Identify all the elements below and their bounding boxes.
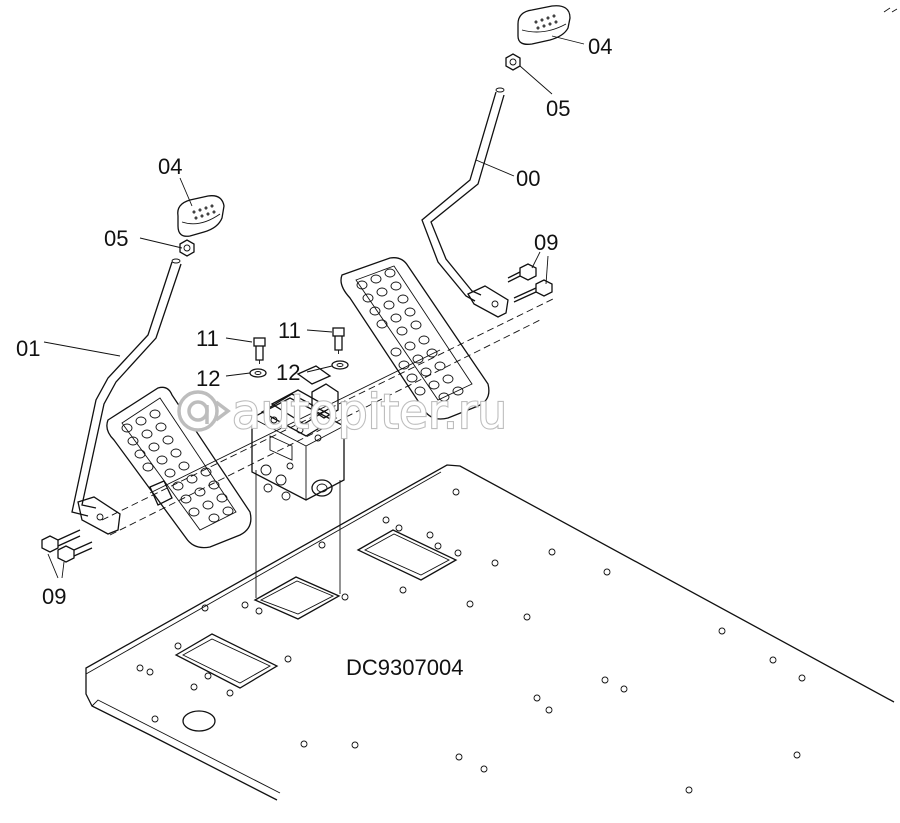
- floor-opening-left: [174, 633, 279, 689]
- callout-nut-right: 05: [546, 96, 570, 121]
- right-lever-rod: [421, 87, 509, 318]
- callout-screw-b: 11: [278, 318, 301, 343]
- watermark-text: autopiter.ru: [232, 385, 507, 440]
- right-pedal: [340, 257, 490, 420]
- left-grip: [177, 195, 225, 237]
- right-nut: [505, 53, 521, 71]
- right-grip: [517, 5, 571, 45]
- left-pedal-tread: [121, 409, 234, 523]
- washer-12-right: [331, 360, 349, 370]
- callout-bolts-left: 09: [42, 584, 66, 609]
- left-lever-rod: [71, 258, 182, 535]
- leader-lines: [43, 35, 585, 579]
- callout-bolts-right: 09: [534, 230, 558, 255]
- left-pedal: [106, 386, 252, 549]
- pilot-valve-body: [251, 365, 345, 501]
- watermark: autopiter.ru: [177, 384, 508, 441]
- floor-plate: [85, 464, 895, 801]
- screw-11-left: [253, 337, 266, 364]
- watermark-logo-icon: [177, 390, 231, 432]
- corner-mark: [883, 7, 898, 13]
- callout-washer-a: 12: [196, 366, 220, 391]
- callout-lever-left: 01: [16, 336, 40, 361]
- callout-nut-left: 05: [104, 226, 128, 251]
- floor-round-hole: [182, 710, 216, 732]
- floor-opening-center: [253, 576, 341, 620]
- left-bolts: [41, 529, 93, 563]
- screw-11-right: [332, 327, 345, 354]
- callout-screw-a: 11: [196, 326, 219, 351]
- left-nut: [179, 239, 195, 257]
- callout-grip-left: 04: [158, 154, 182, 179]
- floor-opening-right: [356, 529, 458, 581]
- callout-grip-right: 04: [588, 34, 612, 59]
- washer-12-left: [249, 368, 267, 378]
- right-bolts: [507, 263, 553, 303]
- callout-lever-right: 00: [516, 166, 540, 191]
- right-pedal-tread: [356, 268, 464, 402]
- drawing-code: DC9307004: [346, 655, 463, 680]
- callout-washer-b: 12: [276, 360, 300, 385]
